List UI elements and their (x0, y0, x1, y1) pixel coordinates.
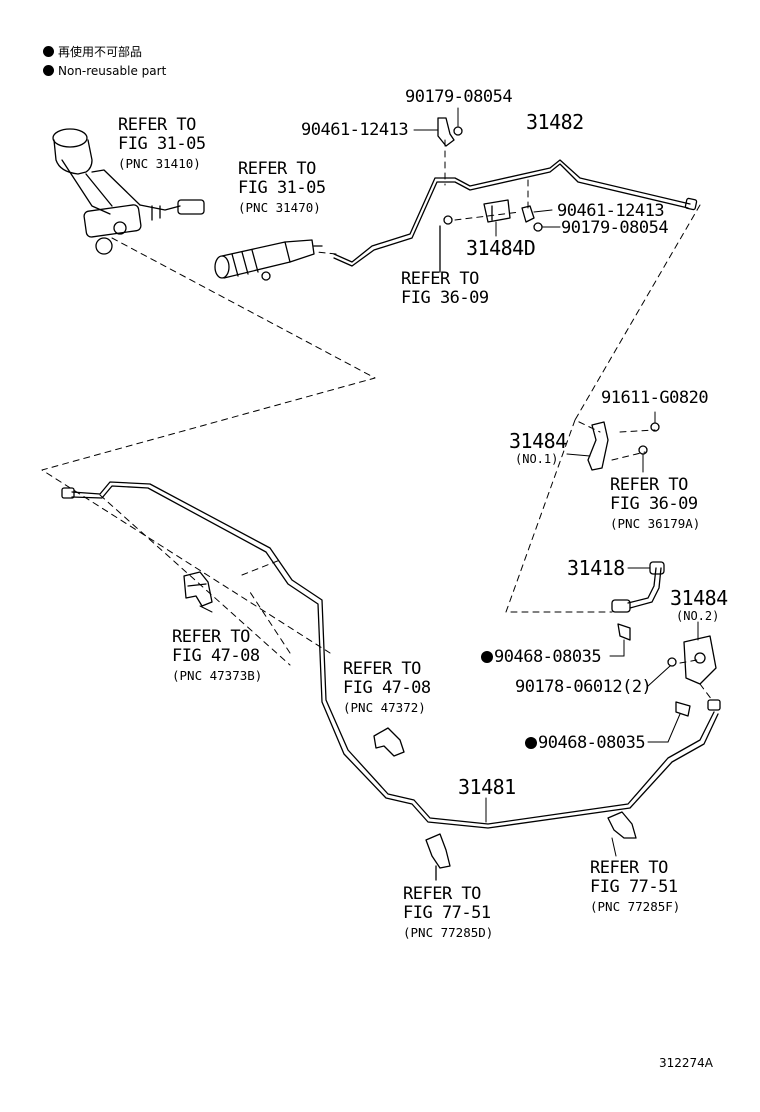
refer-fig-36-09-top[interactable]: REFER TO FIG 36-09 (401, 270, 489, 308)
leader-lines (199, 107, 699, 857)
label-90179-08054-right[interactable]: 90179-08054 (561, 218, 669, 238)
nut-90179-right (533, 222, 543, 232)
refer-fig-36-09-pnc-36179A[interactable]: REFER TO FIG 36-09 (PNC 36179A) (610, 476, 700, 532)
label-31482[interactable]: 31482 (526, 110, 584, 134)
refer-line2: FIG 36-09 (610, 494, 698, 514)
legend-japanese-text: 再使用不可部品 (58, 45, 143, 59)
bracket-31484-no2 (667, 635, 717, 685)
tube-31481 (61, 481, 721, 829)
refer-fig-31-05-pnc-31410[interactable]: REFER TO FIG 31-05 (PNC 31410) (118, 116, 206, 172)
clutch-release-cylinder (214, 239, 323, 281)
tube-31482 (333, 159, 698, 267)
legend-japanese: 再使用不可部品 (43, 45, 142, 59)
refer-fig-77-51-pnc-77285D[interactable]: REFER TO FIG 77-51 (PNC 77285D) (403, 885, 493, 941)
refer-fig-77-51-pnc-77285F[interactable]: REFER TO FIG 77-51 (PNC 77285F) (590, 859, 680, 915)
label-90468-08035-b-text: 90468-08035 (538, 733, 646, 753)
label-90468-08035-a[interactable]: 90468-08035 (481, 647, 602, 667)
clip-90468-a (617, 623, 631, 641)
refer-line2: FIG 31-05 (238, 178, 326, 198)
refer-line3: (PNC 47372) (343, 700, 426, 715)
refer-line2: FIG 36-09 (401, 288, 489, 308)
label-90178-06012[interactable]: 90178-06012(2) (515, 677, 652, 697)
label-31481[interactable]: 31481 (458, 775, 516, 799)
refer-line1: REFER TO (343, 659, 421, 679)
refer-fig-47-08-pnc-47372[interactable]: REFER TO FIG 47-08 (PNC 47372) (343, 660, 431, 716)
label-no2: (NO.2) (676, 609, 720, 623)
legend-english-text: Non-reusable part (58, 64, 167, 78)
refer-line3: (PNC 31470) (238, 200, 321, 215)
clutch-master-cylinder (52, 128, 205, 255)
label-90461-12413-right[interactable]: 90461-12413 (557, 201, 665, 221)
legend-english: Non-reusable part (43, 64, 166, 78)
refer-fig-47-08-pnc-47373B[interactable]: REFER TO FIG 47-08 (PNC 47373B) (172, 628, 262, 684)
non-reusable-dot-icon (43, 65, 54, 76)
refer-line3: (PNC 77285F) (590, 899, 681, 914)
refer-line1: REFER TO (610, 475, 688, 495)
refer-line3: (PNC 31410) (118, 156, 201, 171)
clip-90468-b (675, 701, 691, 717)
refer-line2: FIG 47-08 (172, 646, 260, 666)
non-reusable-dot-icon (43, 46, 54, 57)
clamp-77285F (607, 811, 637, 839)
clamp-47372 (373, 727, 405, 757)
label-90468-08035-a-text: 90468-08035 (494, 647, 602, 667)
label-31484-no1[interactable]: 31484 (509, 429, 567, 453)
label-91611-G0820[interactable]: 91611-G0820 (601, 388, 709, 408)
label-31484-no2[interactable]: 31484 (670, 586, 728, 610)
refer-line3: (PNC 47373B) (172, 668, 263, 683)
bolt-refer-36-09 (443, 215, 453, 225)
clamp-47373B (183, 571, 213, 607)
bolt-90179-top (453, 126, 463, 136)
non-reusable-dot-icon (481, 651, 493, 663)
refer-line1: REFER TO (401, 269, 479, 289)
refer-line1: REFER TO (118, 115, 196, 135)
clip-90461-right (521, 205, 535, 223)
refer-line2: FIG 31-05 (118, 134, 206, 154)
label-90461-12413-top[interactable]: 90461-12413 (301, 120, 409, 140)
refer-line1: REFER TO (172, 627, 250, 647)
bracket-90461-top (437, 117, 455, 147)
non-reusable-dot-icon (525, 737, 537, 749)
refer-line2: FIG 77-51 (403, 903, 491, 923)
refer-line3: (PNC 77285D) (403, 925, 494, 940)
refer-fig-31-05-pnc-31470[interactable]: REFER TO FIG 31-05 (PNC 31470) (238, 160, 326, 216)
refer-line2: FIG 47-08 (343, 678, 431, 698)
refer-line2: FIG 77-51 (590, 877, 678, 897)
label-no1: (NO.1) (515, 452, 559, 466)
figure-id: 312274A (659, 1056, 714, 1070)
refer-line1: REFER TO (403, 884, 481, 904)
clamp-77285D (425, 833, 451, 881)
label-90468-08035-b[interactable]: 90468-08035 (525, 733, 646, 753)
label-31418[interactable]: 31418 (567, 556, 625, 580)
refer-line1: REFER TO (238, 159, 316, 179)
label-31484D[interactable]: 31484D (466, 236, 536, 260)
refer-line1: REFER TO (590, 858, 668, 878)
refer-line3: (PNC 36179A) (610, 516, 701, 531)
bracket-31484-no1 (587, 421, 660, 471)
label-90179-08054-top[interactable]: 90179-08054 (405, 87, 513, 107)
bracket-31484D (483, 199, 511, 223)
